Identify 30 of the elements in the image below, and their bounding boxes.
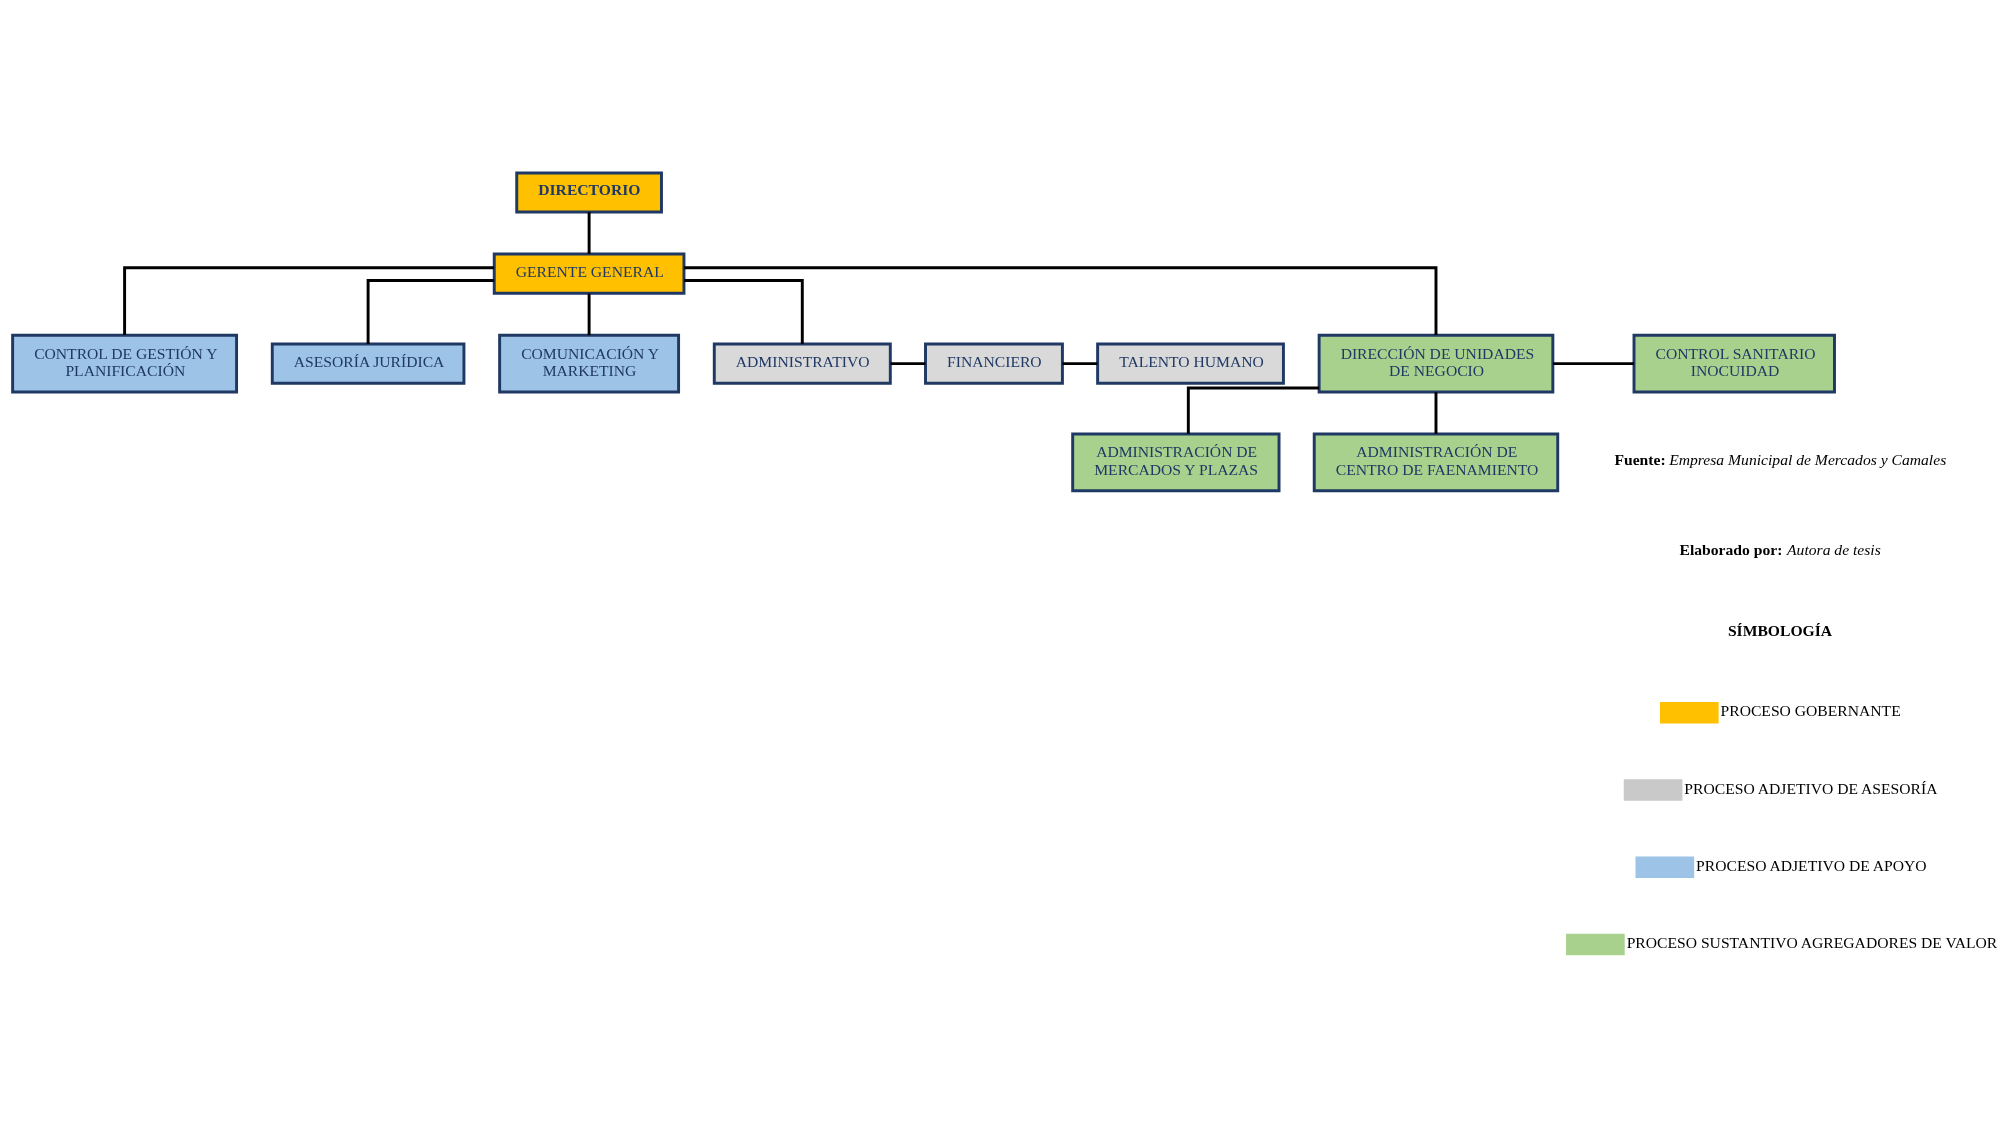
node-box: ADMINISTRACIÓN DE CENTRO DE FAENAMIENTO xyxy=(1312,432,1560,492)
connector xyxy=(1186,386,1320,434)
node-box: ADMINISTRATIVO xyxy=(712,342,892,385)
connector xyxy=(890,361,926,365)
node-box: ADMINISTRACIÓN DE MERCADOS Y PLAZAS xyxy=(1071,432,1281,492)
connector xyxy=(1434,391,1438,434)
node-box: GERENTE GENERAL xyxy=(492,252,686,295)
connector xyxy=(123,265,494,335)
connector xyxy=(1062,361,1098,365)
legend-label: PROCESO GOBERNANTE xyxy=(1720,701,1901,719)
node-box: DIRECTORIO xyxy=(515,170,663,213)
node-box: DIRECCIÓN DE UNIDADES DE NEGOCIO xyxy=(1317,333,1555,393)
legend-label: PROCESO ADJETIVO DE APOYO xyxy=(1696,856,1927,874)
label: SÍMBOLOGÍA xyxy=(1727,621,1833,639)
node-box: CONTROL DE GESTIÓN Y PLANIFICACIÓN xyxy=(11,333,239,393)
node-box: ASESORÍA JURÍDICA xyxy=(270,342,466,385)
node-box: CONTROL SANITARIO INOCUIDAD xyxy=(1632,333,1836,393)
connector xyxy=(366,278,495,344)
connector xyxy=(587,293,591,335)
connector xyxy=(1553,361,1634,365)
node-box: COMUNICACIÓN Y MARKETING xyxy=(498,333,681,393)
node-box: FINANCIERO xyxy=(924,342,1064,385)
connector xyxy=(684,278,804,344)
connector xyxy=(684,265,1438,335)
legend-label: PROCESO ADJETIVO DE ASESORÍA xyxy=(1684,779,1938,797)
label: Elaborado por: Autora de tesis xyxy=(1679,540,1881,558)
legend-label: PROCESO SUSTANTIVO AGREGADORES DE VALOR xyxy=(1626,933,1998,951)
node-box: TALENTO HUMANO xyxy=(1096,342,1285,385)
connector xyxy=(587,211,591,254)
label: Fuente: Empresa Municipal de Mercados y Camales xyxy=(1614,450,1947,468)
